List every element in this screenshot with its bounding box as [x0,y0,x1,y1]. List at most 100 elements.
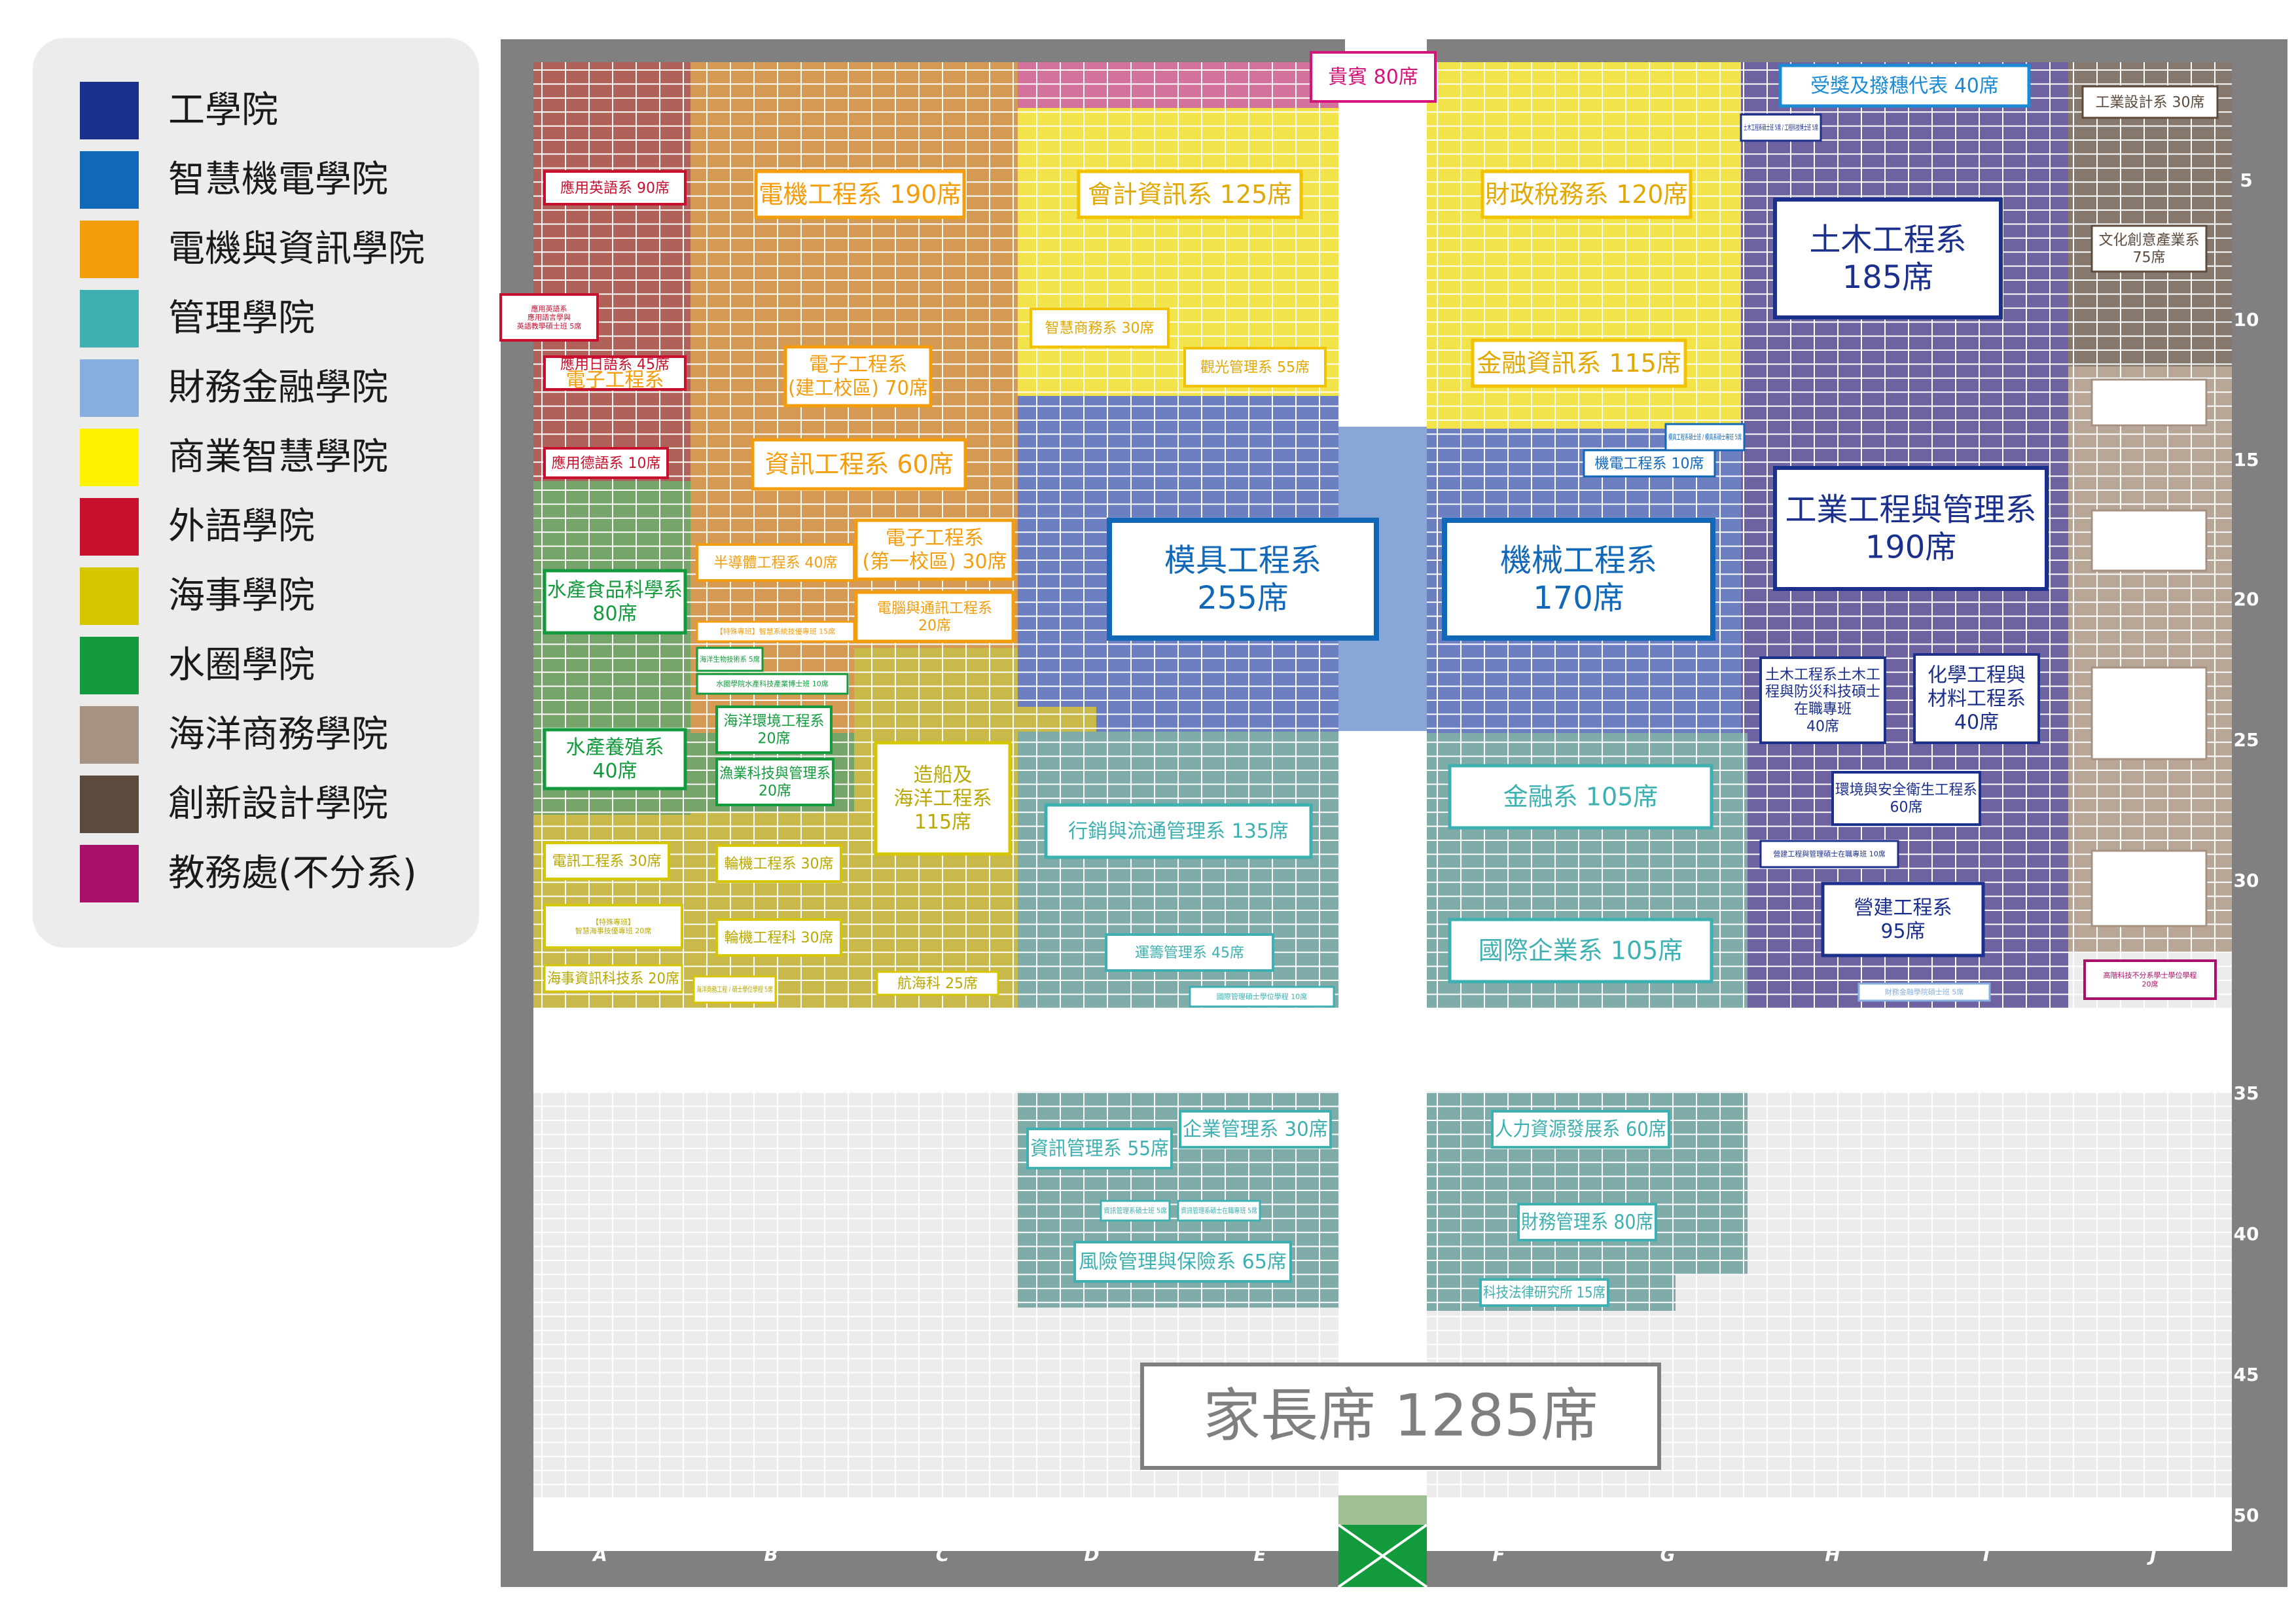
dept-label-box: 【特殊專班】智慧系統技優專班 15席 [696,620,855,643]
legend-label: 電機與資訊學院 [168,228,425,270]
dept-label-text: 電子工程系 [886,527,984,550]
dept-label-box: 企業管理系 30席 [1179,1110,1332,1149]
dept-label-text: 家長席 1285席 [1203,1382,1598,1450]
department-labels: 貴賓 80席受獎及撥穗代表 40席工業設計系 30席應用英語系 90席電機工程系… [499,51,2219,1470]
dept-label-frame [2090,666,2208,760]
dept-label-frame [1442,518,1715,641]
dept-label-text: 應用語言學與 [528,313,571,322]
dept-label-frame [543,170,687,205]
dept-label-frame [543,904,683,949]
dept-label-frame [499,293,599,342]
dept-label-frame [1913,653,2040,744]
dept-label-frame [854,518,1015,581]
dept-label-text: 科技法律研究所 15席 [1483,1285,1605,1301]
dept-label-frame [543,728,687,791]
dept-label-box: 財務管理系 80席 [1517,1203,1657,1241]
dept-label-box: 資訊管理系碩士班 5席 [1100,1200,1171,1222]
dept-label-text: 60席 [2126,541,2171,564]
dept-label-frame [2081,85,2219,119]
dept-label-text: 智慧海事技優專班 20席 [575,926,652,935]
dept-label-box: 財政稅務系 120席 [1480,169,1693,219]
dept-label-text: 190席 [1865,529,1957,565]
dept-label-frame [1026,1128,1173,1169]
legend-swatch [80,359,139,417]
dept-label-frame [876,971,999,996]
dept-label-frame [1773,466,2049,591]
dept-label-text: 55席 [2126,889,2171,912]
dept-label-box: 金融資訊系 115席 [1471,338,1687,388]
dept-label-frame [692,975,777,1004]
dept-label-text: 電機工程系 190席 [759,180,961,209]
dept-label-text: 電子工程系 [566,369,664,392]
dept-label-text: 40席 [1954,711,1999,734]
legend-label: 工學院 [168,89,278,132]
dept-label-frame [696,543,855,582]
dept-label-frame [751,438,967,491]
dept-label-text: 土木工程系土木工 [1765,667,1880,683]
dept-label-text: 海洋工程系 [894,787,992,810]
dept-label-text: 電子工程系 [809,353,907,376]
dept-label-text: 企業管理系 30席 [1183,1118,1328,1141]
legend-label: 管理學院 [168,297,315,340]
dept-label-text: 20席 [759,783,791,800]
dept-label-text: 土木工程系碩士班 5席 / 工程科技博士班 5席 [1744,123,1818,132]
dept-label-frame [715,705,833,754]
column-label: B [764,1544,778,1565]
dept-label-text: 航運管理系 [2100,866,2198,889]
dept-label-frame [1179,1110,1332,1149]
dept-label-text: 商務資訊應用系 [2098,385,2199,402]
dept-label-box: 國際管理碩士學位學程 10席 [1189,986,1335,1008]
dept-label-text: 人力資源發展系 60席 [1495,1118,1666,1141]
dept-label-frame [1177,1200,1261,1222]
dept-label-box: 機電工程系 10席 [1583,449,1716,478]
dept-label-text: 營建工程與管理碩士在職專班 10席 [1773,849,1886,859]
dept-label-frame [696,647,764,672]
dept-label-text: 20席 [758,731,791,747]
dept-label-box: 貴賓 80席 [1310,51,1437,103]
dept-label-box: 資訊管理系碩士在職專班 5席 [1177,1200,1261,1222]
dept-label-box: 家長席 1285席 [1140,1363,1661,1470]
row-label: 40 [2234,1223,2259,1245]
dept-label-frame [2090,509,2208,572]
dept-label-box: 半導體工程系 40席 [696,543,855,582]
dept-label-text: 高階科技不分系學士學位學程 [2104,971,2197,980]
legend-label: 智慧機電學院 [168,158,388,201]
dept-label-text: 電訊工程系 30席 [552,853,662,870]
legend-swatch [80,151,139,209]
dept-label-frame [715,758,834,806]
dept-label-box: 電子工程系(建工校區) 70席 [783,345,933,408]
legend-label: 外語學院 [168,505,315,548]
dept-label-text: 供應鏈管理系 [2094,518,2204,541]
dept-label-text: 115席 [914,811,971,834]
dept-label-box: 資訊管理系 55席 [1026,1128,1173,1169]
legend-swatch [80,706,139,764]
dept-label-text: 【特殊專班】 [592,918,635,927]
dept-label-text: 英語教學碩士班 5席 [517,321,582,330]
dept-label-frame [543,964,683,993]
column-label: C [936,1544,950,1565]
dept-label-frame [1448,764,1713,830]
column-label: F [1492,1544,1505,1565]
dept-label-frame [1664,423,1746,452]
dept-label-text: 海洋環境工程系 [723,713,824,730]
dept-label-text: 財政稅務系 120席 [1485,180,1688,209]
cross-aisle [533,1008,2232,1092]
column-label: A [592,1544,607,1565]
dept-label-text: 工業工程與管理系 [1785,491,2036,528]
dept-label-box: 海事資訊科技系 20席 [543,964,683,993]
dept-label-text: 75席 [2133,250,2166,266]
dept-label-text: 機電工程系 10席 [1595,455,1704,472]
dept-label-frame [696,673,849,695]
dept-label-text: 應用日語系 45席 [560,356,670,373]
dept-label-text: 20席 [2142,979,2159,988]
entrance-light [1338,1495,1427,1525]
dept-label-text: 應用英語系 90席 [560,179,670,196]
row-label: 5 [2240,169,2252,191]
row-label: 20 [2234,588,2259,610]
